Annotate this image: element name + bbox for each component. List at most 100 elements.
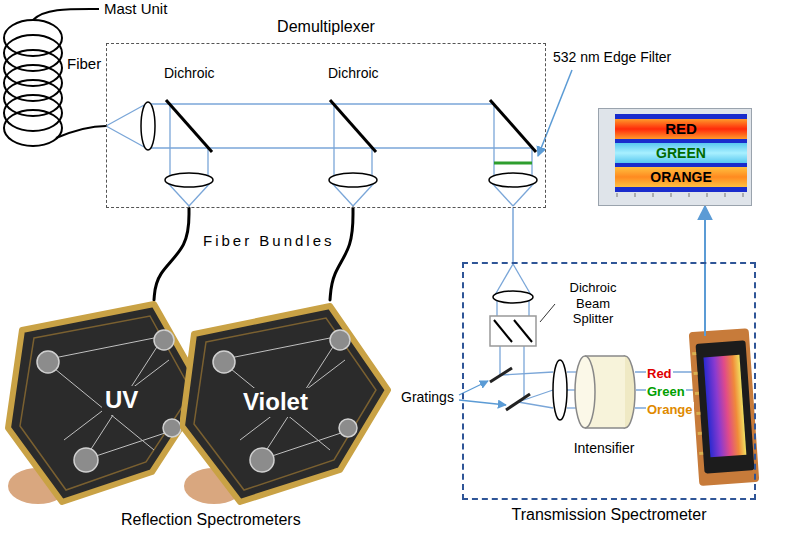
label-holder: Mast Unit — [103, 0, 168, 18]
beam — [106, 104, 146, 126]
beam — [207, 148, 208, 178]
light-path — [512, 208, 514, 262]
part-label: Fiber Bundles — [202, 232, 336, 250]
internal-ray — [220, 336, 340, 360]
group-label: Reflection Spectrometers — [120, 510, 302, 529]
beam-splitter-housing — [490, 316, 536, 346]
leader-line — [540, 304, 555, 322]
label-holder: Dichroic — [327, 64, 380, 82]
optic-mount — [163, 419, 181, 437]
lens — [553, 360, 567, 420]
housing-rim — [194, 318, 376, 490]
cylinder-edge — [585, 355, 625, 357]
detector-pin — [696, 412, 700, 415]
detector-photo-ground — [689, 328, 760, 486]
uv-spectrometer: UV — [4, 300, 208, 506]
beam — [371, 148, 372, 178]
beam — [148, 147, 532, 148]
node-title: Transmission Spectrometer — [511, 505, 706, 524]
beam — [106, 126, 146, 148]
axis-tick — [671, 193, 672, 197]
dichroic-mirror — [494, 320, 512, 342]
label-holder: Red — [646, 364, 673, 382]
label-holder: Dichroic — [163, 64, 216, 82]
dichroic-mirror — [166, 100, 212, 152]
coil-loop — [4, 95, 62, 131]
beam — [501, 372, 553, 375]
internal-ray — [220, 360, 330, 450]
grating — [506, 394, 530, 410]
beam — [333, 104, 334, 178]
light-beams — [106, 104, 536, 206]
fiber-lead — [33, 9, 99, 20]
part-label: Dichroic Beam Splitter — [556, 280, 630, 327]
readout-line — [704, 263, 706, 336]
violet-spectrometer: Violet — [180, 300, 392, 506]
optic-mount — [74, 448, 98, 472]
shape-outline — [566, 355, 642, 435]
internal-ray — [64, 360, 169, 440]
internal-ray — [44, 336, 164, 360]
axis-tick — [689, 193, 690, 197]
fiber-bundle — [330, 208, 353, 300]
spectral-band-label: RED — [615, 119, 747, 139]
beam — [148, 103, 494, 104]
detector-pin — [692, 352, 696, 355]
axis-tick — [743, 193, 744, 197]
spectrometer-housing — [182, 306, 388, 502]
label-holder: Fiber Bundles — [202, 232, 336, 250]
label-holder: Orange — [646, 400, 694, 418]
internal-ray — [44, 360, 154, 450]
beam — [169, 104, 170, 178]
detector-pin — [699, 452, 703, 455]
lens — [329, 173, 377, 187]
fiber-lead — [56, 126, 106, 138]
label-holder: Reflection Spectrometers — [120, 510, 302, 529]
detector-pin — [695, 392, 699, 395]
node-title: Intensifier — [574, 440, 635, 457]
detector-chip — [696, 340, 755, 473]
axis-tick — [653, 193, 654, 197]
detector-pin — [693, 372, 697, 375]
beam — [567, 371, 577, 372]
detector — [689, 328, 760, 486]
beam — [518, 402, 553, 408]
plot-area: RED GREEN ORANGE — [615, 114, 747, 192]
spectrometer-housing — [8, 304, 204, 502]
part-label: Gratings — [400, 389, 455, 406]
lens — [493, 291, 533, 303]
leader-arrow — [538, 70, 572, 156]
demultiplexer-box: Demultiplexer — [106, 16, 546, 208]
text-holder: Demultiplexer — [106, 16, 546, 36]
detector-pin — [698, 432, 702, 435]
color-label: Orange — [646, 402, 694, 418]
mirror — [490, 100, 536, 152]
spectral-band-label: GREEN — [615, 143, 747, 163]
beam — [493, 104, 494, 178]
node-title: Violet — [240, 388, 311, 417]
part-label: 532 nm Edge Filter — [552, 49, 672, 66]
spectrum-image: RED GREEN ORANGE — [598, 108, 752, 206]
fiber-bundle — [154, 208, 189, 300]
lens — [141, 102, 155, 150]
spectral-band-label: ORANGE — [615, 167, 747, 187]
internal-ray — [240, 360, 345, 440]
label-holder: 532 nm Edge Filter — [552, 48, 672, 66]
internal-ray — [84, 336, 164, 460]
housing-rim — [20, 316, 192, 490]
part-label: Fiber — [66, 55, 102, 73]
coil-loop — [4, 110, 62, 146]
intensifier: Intensifier — [566, 355, 642, 483]
color-label: Red — [646, 366, 673, 382]
detector-sensor — [703, 355, 746, 457]
cylinder-front — [575, 356, 595, 428]
label-holder: Green — [646, 382, 686, 400]
part-label: Dichroic — [327, 65, 380, 82]
output-arrow — [704, 206, 706, 262]
optic-mount — [154, 330, 174, 350]
leader-arrow — [459, 400, 506, 405]
label-holder: Dichroic Beam Splitter — [556, 280, 630, 327]
